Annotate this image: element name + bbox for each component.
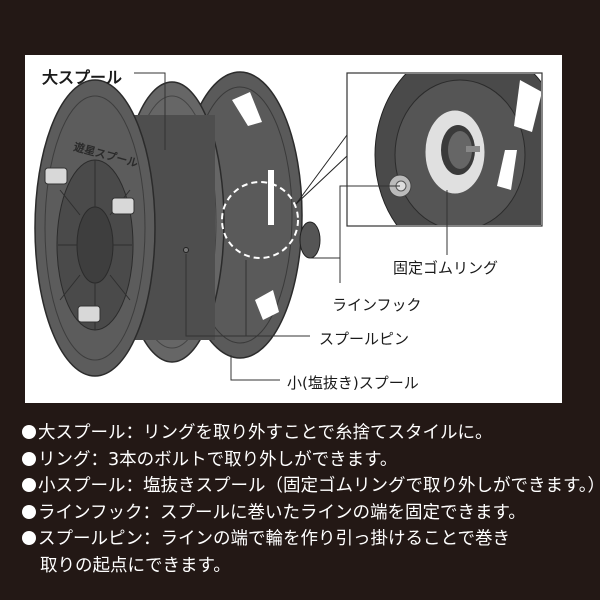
label-line-hook: ラインフック xyxy=(332,296,422,314)
detail-inset xyxy=(346,72,543,227)
large-spool-front-flange: 遊星スプール xyxy=(34,79,156,377)
bullet-spool-pin-continuation: 取りの起点にできます。 xyxy=(40,555,231,576)
focus-circle xyxy=(221,181,299,259)
bullet-small-spool: 小スプール：塩抜きスプール（固定ゴムリングで取り外しができます。） xyxy=(22,473,600,500)
description-list: 大スプール：リングを取り外すことで糸捨てスタイルに。 リング：3本のボルトで取り… xyxy=(22,420,600,579)
label-small-spool: 小(塩抜き)スプール xyxy=(287,374,419,392)
bullet-dot-icon xyxy=(22,531,36,545)
label-large-spool: 大スプール xyxy=(42,68,123,87)
bullet-line-hook: ラインフック：スプールに巻いたラインの端を固定できます。 xyxy=(22,500,592,527)
bullet-ring: リング：3本のボルトで取り外しができます。 xyxy=(22,447,592,474)
label-fixing-rubber-ring: 固定ゴムリング xyxy=(393,259,499,277)
bullet-large-spool: 大スプール：リングを取り外すことで糸捨てスタイルに。 xyxy=(22,420,592,447)
bolt-icon xyxy=(44,167,135,323)
bullet-dot-icon xyxy=(22,425,36,439)
bullet-dot-icon xyxy=(22,504,36,519)
bullet-dot-icon xyxy=(22,478,36,492)
bullet-dot-icon xyxy=(22,451,36,466)
label-spool-pin: スプールピン xyxy=(319,330,410,348)
bullet-spool-pin: スプールピン：ラインの端で輪を作り引っ掛けることで巻き xyxy=(22,526,592,553)
